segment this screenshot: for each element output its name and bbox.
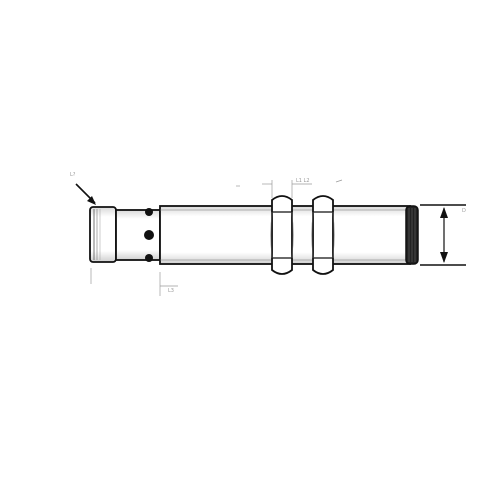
label-diameter: D	[462, 208, 466, 214]
rear-end	[405, 205, 419, 265]
front-thread	[89, 206, 117, 263]
sensor-head	[115, 208, 161, 262]
diameter-dimension	[420, 204, 466, 266]
vent-hole	[145, 208, 153, 216]
leader-arrow	[75, 183, 96, 205]
hex-nut-right	[311, 195, 335, 275]
label-dim-top: L1 L2	[296, 178, 310, 184]
hex-nut-left	[270, 195, 294, 275]
vent-hole	[144, 230, 154, 240]
label-dim-bottom: L3	[168, 288, 174, 294]
label-top-left: L?	[70, 172, 76, 178]
vent-hole	[145, 254, 153, 262]
length-dimension	[90, 268, 178, 296]
nut-spacing-dimension	[236, 179, 343, 198]
